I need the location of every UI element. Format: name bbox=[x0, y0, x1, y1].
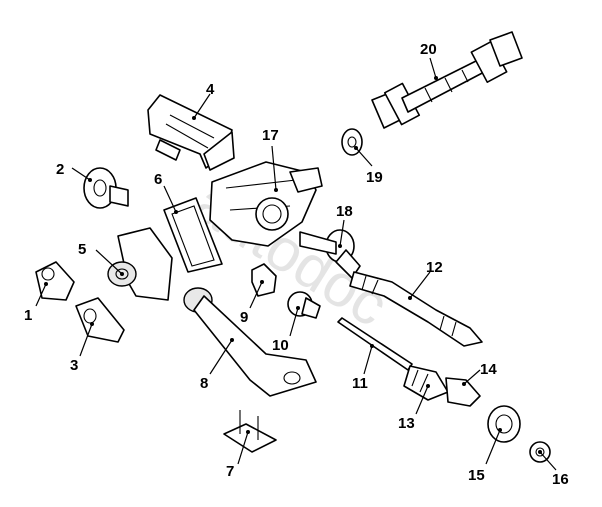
part-10-bushing bbox=[287, 291, 321, 319]
part-8-support-arm bbox=[183, 287, 317, 397]
part-5-mount-bracket bbox=[107, 227, 173, 301]
part-18-inner-joint bbox=[299, 229, 361, 279]
part-13-cv-boot bbox=[403, 365, 449, 401]
callout-9: 9 bbox=[240, 309, 248, 326]
part-14-cv-joint bbox=[445, 377, 481, 407]
callout-10: 10 bbox=[272, 337, 289, 354]
callout-13: 13 bbox=[398, 415, 415, 432]
callout-5: 5 bbox=[78, 241, 86, 258]
part-4-axle-housing bbox=[147, 94, 235, 171]
part-2-flange bbox=[83, 167, 129, 209]
part-3-bracket bbox=[75, 297, 125, 343]
callout-18: 18 bbox=[336, 203, 353, 220]
part-11-axle-shaft bbox=[337, 317, 413, 371]
callout-3: 3 bbox=[70, 357, 78, 374]
callout-8: 8 bbox=[200, 375, 208, 392]
part-15-hub bbox=[487, 405, 521, 443]
callout-15: 15 bbox=[468, 467, 485, 484]
callout-6: 6 bbox=[154, 171, 162, 188]
callout-2: 2 bbox=[56, 161, 64, 178]
callout-14: 14 bbox=[480, 361, 497, 378]
callout-7: 7 bbox=[226, 463, 234, 480]
callout-19: 19 bbox=[366, 169, 383, 186]
callout-16: 16 bbox=[552, 471, 569, 488]
part-7-stud-plate bbox=[223, 410, 277, 453]
part-20-drive-shaft bbox=[371, 31, 523, 129]
leader-lines bbox=[35, 57, 557, 471]
callout-11: 11 bbox=[352, 375, 368, 392]
callout-17: 17 bbox=[262, 127, 279, 144]
part-6-gasket bbox=[163, 197, 223, 273]
part-9-bushing bbox=[251, 263, 277, 297]
part-12-cv-shaft bbox=[349, 271, 483, 347]
part-17-differential bbox=[209, 161, 323, 247]
callout-labels: 1 2 3 4 5 6 7 8 9 10 11 12 13 14 15 16 1… bbox=[24, 41, 569, 488]
callout-20: 20 bbox=[420, 41, 437, 58]
callout-4: 4 bbox=[206, 81, 215, 98]
callout-12: 12 bbox=[426, 259, 443, 276]
callout-1: 1 bbox=[24, 307, 32, 324]
